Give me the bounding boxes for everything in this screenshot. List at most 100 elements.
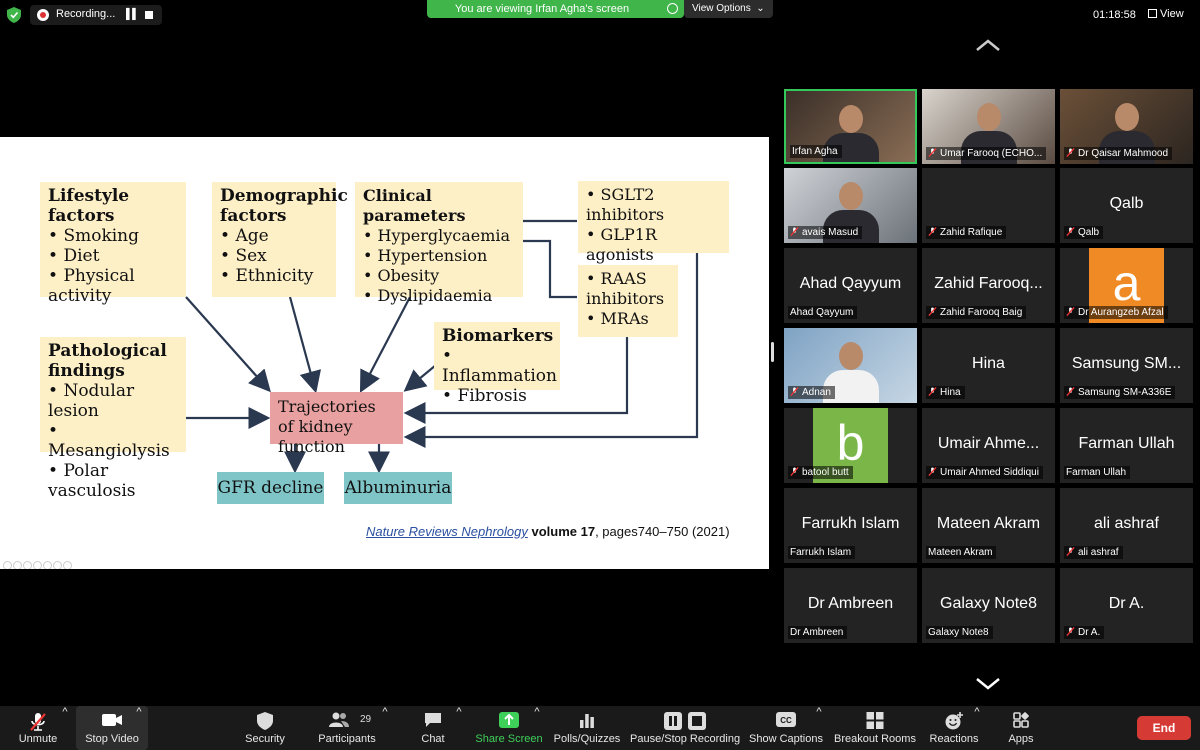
participant-tile[interactable]: Dr Qaisar Mahmood [1060,89,1193,164]
participant-tile[interactable]: Umair Ahme...Umair Ahmed Siddiqui [922,408,1055,483]
viewing-screen-banner: You are viewing Irfan Agha's screen [427,0,684,18]
pause-recording-icon[interactable]: ▌▌ [126,9,139,20]
participant-tile[interactable]: Umar Farooq (ECHO... [922,89,1055,164]
participant-tile[interactable]: Zahid Farooq...Zahid Farooq Baig [922,248,1055,323]
participant-tile[interactable]: Dr A.Dr A. [1060,568,1193,643]
participant-name-text: Samsung SM-A336E [1078,387,1172,398]
journal-link[interactable]: Nature Reviews Nephrology [366,524,528,539]
apps-button[interactable]: Apps [1000,706,1042,750]
end-meeting-button[interactable]: End [1137,716,1191,740]
participant-tile[interactable]: avais Masud [784,168,917,243]
participant-tile[interactable]: Samsung SM... Samsung SM-A336E [1060,328,1193,403]
video-options-chevron-icon[interactable]: ^ [136,706,142,718]
participant-silhouette [976,103,1001,131]
pathological-findings-box: Pathological findings Nodular lesion Mes… [40,337,186,501]
shield-icon[interactable] [7,7,21,23]
breakout-rooms-label: Breakout Rooms [834,733,916,745]
participant-name-label: Umair Ahmed Siddiqui [926,466,1043,479]
polls-quizzes-button[interactable]: Polls/Quizzes [553,706,621,750]
show-captions-label: Show Captions [749,733,823,745]
participant-tile[interactable]: Zahid Rafique [922,168,1055,243]
recording-label: Recording... [56,8,116,20]
arrow-drugs2 [403,337,629,424]
demographic-item: Age [220,226,328,246]
reactions-button[interactable]: Reactions [926,706,982,750]
slide-grid-icon[interactable] [33,561,42,569]
breakout-rooms-button[interactable]: Breakout Rooms [834,706,916,750]
slide-zoom-icon[interactable] [43,561,52,569]
view-layout-button[interactable]: View [1148,8,1184,20]
slide-subtitle-icon[interactable] [53,561,62,569]
participant-display-name: Galaxy Note8 [940,595,1037,612]
share-options-chevron-icon[interactable]: ^ [534,706,540,718]
chat-button[interactable]: Chat [413,706,453,750]
gallery-page-up-icon[interactable] [975,38,1001,52]
security-button[interactable]: Security [236,706,294,750]
albuminuria-box: Albuminuria [344,472,452,504]
slide-controls[interactable] [3,557,73,569]
arrow-demographic [288,296,321,394]
arrow-clinical [359,296,411,393]
chat-options-chevron-icon[interactable]: ^ [456,706,462,718]
participant-name-label: Zahid Rafique [926,226,1007,239]
reactions-options-chevron-icon[interactable]: ^ [974,706,980,718]
participant-name-text: Dr Ambreen [790,627,844,638]
gallery-page-down-icon[interactable] [975,677,1001,691]
arrow-lifestyle [185,296,271,393]
grid-layout-icon [1148,9,1157,18]
share-screen-arrow-icon [499,712,519,728]
apps-icon [1013,712,1029,728]
participant-display-name: Samsung SM... [1071,355,1182,372]
participant-name-label: Dr Qaisar Mahmood [1064,147,1173,160]
stop-recording-icon[interactable] [145,11,153,19]
participant-name-text: Dr Aurangzeb Afzal [1078,307,1164,318]
slide-next-icon[interactable] [13,561,22,569]
unmute-button[interactable]: Unmute [10,706,66,750]
participant-name-label: Adnan [788,386,835,399]
slide-more-icon[interactable] [63,561,72,569]
captions-options-chevron-icon[interactable]: ^ [816,706,822,718]
demographic-item: Sex [220,246,328,266]
split-view-drag-handle[interactable] [771,342,774,362]
participant-display-name: Mateen Akram [936,515,1041,532]
participant-silhouette [838,342,863,370]
pause-stop-recording-button[interactable]: Pause/Stop Recording [630,706,740,750]
view-options-button[interactable]: View Options ⌄ [684,0,773,18]
participants-button[interactable]: 29 Participants [314,706,380,750]
audio-options-chevron-icon[interactable]: ^ [62,706,68,718]
slide-prev-icon[interactable] [3,561,12,569]
muted-mic-icon [1066,547,1075,556]
chat-label: Chat [421,733,445,745]
participants-options-chevron-icon[interactable]: ^ [382,706,388,718]
biomarkers-box: Biomarkers Inflammation Fibrosis [434,322,560,406]
show-captions-button[interactable]: CC Show Captions [748,706,824,750]
participant-tile[interactable]: Irfan Agha [784,89,917,164]
share-screen-button[interactable]: Share Screen [474,706,544,750]
demographic-heading: Demographic factors [220,186,348,226]
slide-pen-icon[interactable] [23,561,32,569]
muted-mic-icon [30,713,46,731]
participant-name-label: Galaxy Note8 [926,626,993,639]
participant-display-name: Ahad Qayyum [799,275,902,292]
participant-name-text: Dr Qaisar Mahmood [1078,148,1169,159]
participants-icon [329,712,349,727]
apps-label: Apps [1008,733,1034,745]
citation-volume: volume 17 [531,524,596,539]
participant-display-name: Qalb [1109,195,1144,212]
participant-tile[interactable]: Adnan [784,328,917,403]
clinical-item: Hypertension [363,246,515,266]
lifestyle-item: Physical activity [48,266,178,306]
arrow-drugs1 [403,253,699,448]
stop-video-button[interactable]: Stop Video [76,706,148,750]
